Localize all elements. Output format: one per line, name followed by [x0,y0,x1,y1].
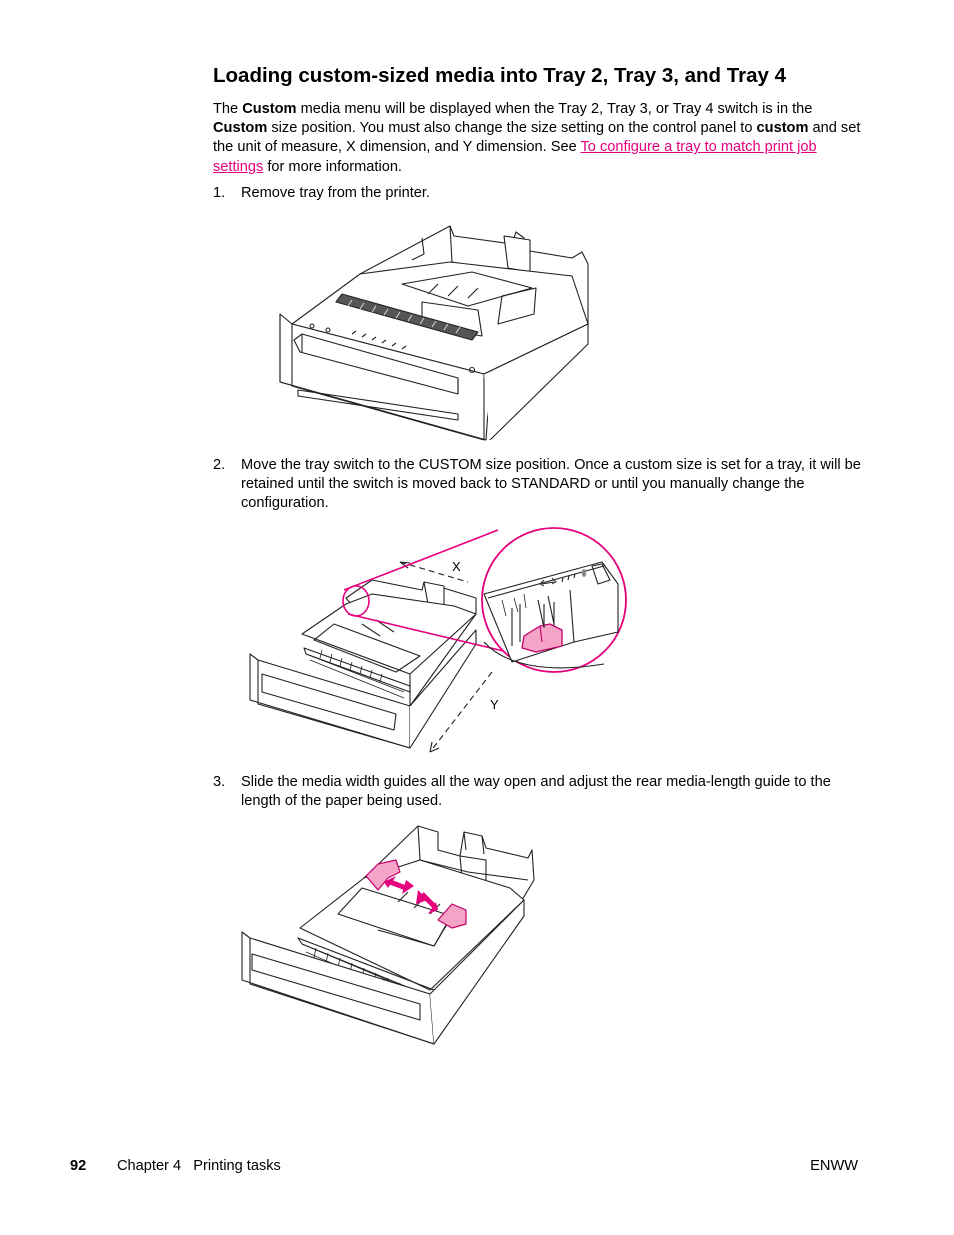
tray-removed-illustration [279,225,589,441]
page-title: Loading custom-sized media into Tray 2, … [213,64,787,87]
step-text: Move the tray switch to the CUSTOM size … [241,457,861,511]
footer-chapter: Chapter 4 Printing tasks [117,1158,281,1174]
x-dimension-label: X [452,559,461,574]
intro-bold-custom-lower: custom [756,120,809,137]
intro-text: and set the unit of measure, X dimension… [213,120,861,156]
intro-bold-custom: Custom [242,101,297,117]
y-dimension-label: Y [490,697,499,712]
step-2: 2. Move the tray switch to the CUSTOM si… [213,456,863,513]
intro-text: for more information. [263,158,402,175]
step-number: 3. [213,774,226,790]
footer-right: ENWW [810,1158,858,1174]
page-number: 92 [70,1158,87,1174]
tray-switch-illustration: X Y [249,527,627,753]
step-number: 1. [213,185,226,201]
configure-tray-link[interactable]: To configure a tray to match print job s… [213,139,817,175]
intro-bold-custom: Custom [213,120,268,137]
step-text: Slide the media width guides all the way… [241,774,831,809]
intro-text: media menu will be displayed when the Tr… [296,101,813,117]
step-3: 3. Slide the media width guides all the … [213,773,863,811]
intro-text: The [213,101,243,117]
step-1: 1. Remove tray from the printer. [213,184,863,203]
media-guides-illustration [241,825,535,1045]
step-text: Remove tray from the printer. [241,185,430,201]
intro-text: size position. You must also change the … [267,120,757,137]
step-number: 2. [213,457,226,473]
intro-paragraph: The Custom media menu will be displayed … [213,100,863,177]
